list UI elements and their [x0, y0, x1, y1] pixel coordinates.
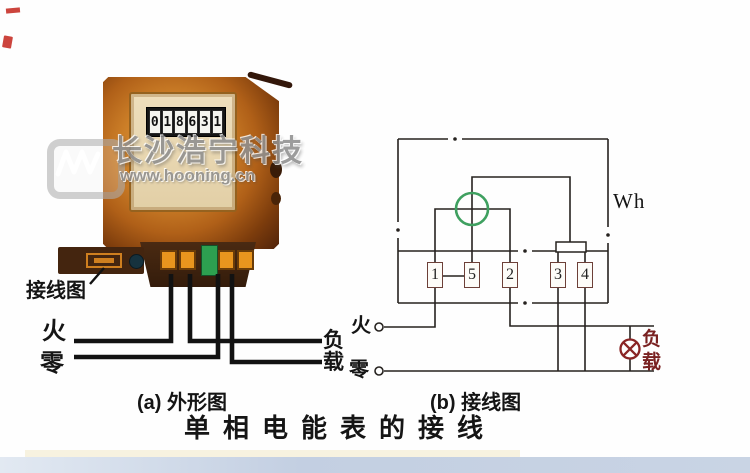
terminal-box-2: 2 [502, 262, 518, 288]
counter-digit: 1 [161, 110, 173, 134]
counter-digit: 0 [149, 110, 161, 134]
live-source-node [374, 322, 384, 332]
watermark-brand: 长沙浩宁科技 [112, 135, 304, 168]
counter-digit: 1 [211, 110, 223, 134]
dash-dot-dots [396, 137, 610, 305]
ext-live-wire [384, 288, 436, 328]
caption-a: (a) 外形图 [137, 392, 227, 414]
wiring-label-mark [94, 258, 114, 263]
ext-load-live-wire [509, 288, 654, 327]
wire-live-in [74, 274, 174, 344]
voltage-link-bracket [555, 241, 587, 253]
plate-label-text: 接线图 [26, 280, 86, 302]
neutral-label-b: 零 [349, 359, 369, 381]
live-label-b: 火 [351, 315, 371, 337]
ext-wires-3-4 [557, 288, 586, 371]
load-label-a-bottom: 载 [323, 351, 344, 374]
panel-a-wires [74, 274, 322, 365]
live-label-a: 火 [42, 318, 66, 345]
terminal-cover [140, 242, 256, 287]
wire-load-neutral [229, 274, 322, 365]
load-label-b-bottom: 载 [642, 352, 662, 373]
terminal-box-5: 5 [464, 262, 480, 288]
stub-3-4 [557, 252, 586, 262]
terminal-lug [160, 250, 177, 270]
bottom-band [0, 457, 750, 473]
counter-digit: 3 [199, 110, 211, 134]
panel-b-schematic [384, 138, 654, 372]
caption-b: (b) 接线图 [430, 392, 522, 414]
voltage-coil-circle [454, 191, 490, 227]
hooning-logo [47, 139, 125, 199]
meter-side-knob [271, 192, 281, 205]
plate-screw-hole [129, 254, 144, 269]
counter-digit: 8 [174, 110, 186, 134]
terminal-lug [179, 250, 196, 270]
terminal-lug [237, 250, 254, 270]
load-lamp-icon [619, 338, 641, 360]
plate-label-arrow [89, 267, 105, 285]
load-label-b-top: 负 [642, 329, 662, 350]
page-title: 单相电能表的接线 [183, 414, 496, 443]
wire-neutral-in [74, 274, 221, 360]
counter-digit: 6 [186, 110, 198, 134]
wire-load-live [187, 274, 322, 344]
terminal-green-block [201, 245, 218, 276]
neutral-source-node [374, 366, 384, 376]
neutral-label-a: 零 [40, 350, 64, 377]
coil-loop-5-34 [471, 176, 571, 262]
meter-side-knob [270, 161, 282, 178]
terminal-box-1: 1 [427, 262, 443, 288]
logo-zigzag-icon [55, 149, 101, 177]
meter-counter-register: 0 1 8 6 3 1 [146, 107, 226, 137]
terminal-box-3: 3 [550, 262, 566, 288]
watermark-url: www.hooning.cn [120, 166, 256, 185]
load-label-a-top: 负 [323, 329, 344, 352]
cream-strip [25, 450, 520, 458]
wiring-label-frame [86, 253, 122, 268]
wh-unit-label: Wh [613, 189, 646, 213]
terminal-box-4: 4 [577, 262, 593, 288]
terminal-lug [218, 250, 235, 270]
